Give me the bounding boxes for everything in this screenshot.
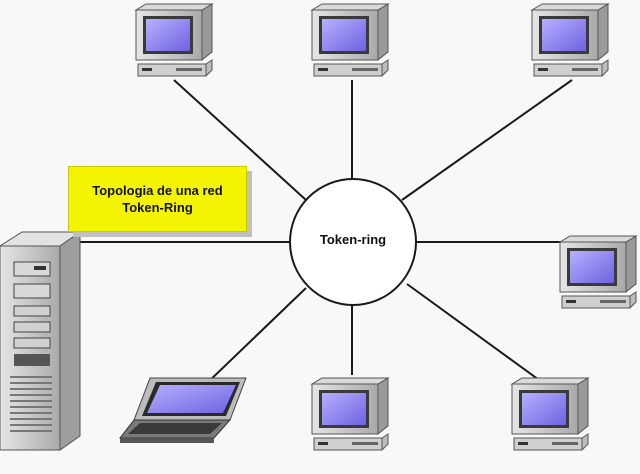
- link-bottom-right: [406, 283, 547, 386]
- desktop-computer-icon: [311, 3, 389, 77]
- desktop-computer-icon: [135, 3, 213, 77]
- topology-title-box: Topologia de una red Token-Ring: [68, 166, 247, 232]
- desktop-computer-icon: [311, 377, 389, 451]
- server-tower-icon: [0, 231, 82, 451]
- link-top-left: [173, 79, 307, 201]
- desktop-computer-icon: [511, 377, 589, 451]
- topology-title-line1: Topologia de una red: [92, 183, 223, 198]
- topology-title-line2: Token-Ring: [122, 200, 193, 215]
- connection-lines: [80, 79, 573, 386]
- desktop-computer-icon: [531, 3, 609, 77]
- token-ring-hub: [289, 178, 417, 306]
- desktop-computer-icon: [559, 235, 637, 309]
- hub-label: Token-ring: [319, 232, 387, 247]
- link-bottom-left: [204, 287, 307, 386]
- laptop-icon: [118, 377, 247, 443]
- link-top-right: [401, 79, 573, 201]
